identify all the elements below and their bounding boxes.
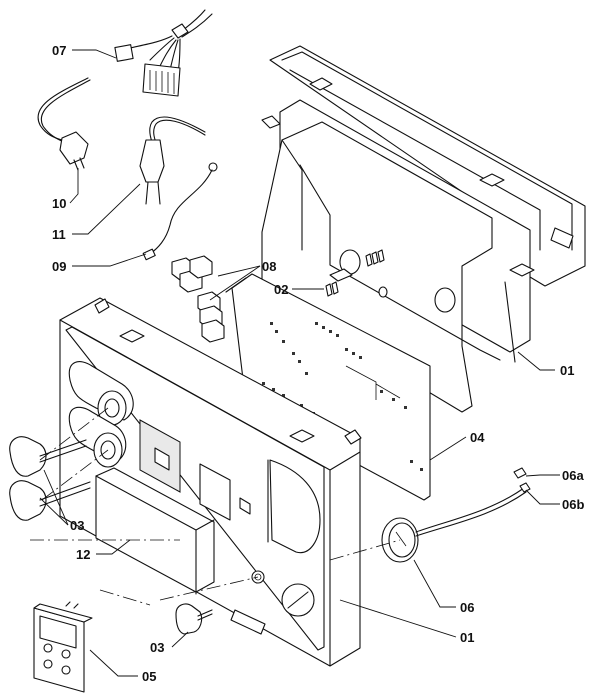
- callout-10: 10: [52, 196, 66, 211]
- straight-plug-cable-part: [139, 116, 206, 205]
- callout-08: 08: [262, 259, 276, 274]
- rear-housing-part: [261, 45, 586, 413]
- front-panel-part: [59, 297, 362, 667]
- callout-leaders: [39, 49, 560, 677]
- callout-05: 05: [142, 669, 156, 684]
- callout-12: 12: [76, 547, 90, 562]
- angled-plug-cable-part: [37, 77, 91, 171]
- callout-02: 02: [274, 282, 288, 297]
- callout-09: 09: [52, 259, 66, 274]
- control-knobs-part: [9, 436, 265, 635]
- callout-07: 07: [52, 43, 66, 58]
- wiring-harness-part: [114, 9, 213, 97]
- callout-labels: 07 10 11 09 08 02 01 04 06a 06b 03 12 06…: [52, 43, 584, 684]
- callout-01-bottom: 01: [460, 630, 474, 645]
- callout-03-bottom: 03: [150, 640, 164, 655]
- callout-01-top: 01: [560, 363, 574, 378]
- sensor-cable-part: [142, 162, 218, 261]
- callout-06a: 06a: [562, 468, 584, 483]
- callout-04: 04: [470, 430, 485, 445]
- cover-plate-part: [95, 467, 215, 595]
- callout-03-left: 03: [70, 518, 84, 533]
- callout-06: 06: [460, 600, 474, 615]
- callout-11: 11: [52, 227, 66, 242]
- remote-control-part: [33, 601, 93, 693]
- screws-part: [325, 249, 385, 297]
- terminal-blocks-part: [171, 255, 225, 343]
- callout-06b: 06b: [562, 497, 584, 512]
